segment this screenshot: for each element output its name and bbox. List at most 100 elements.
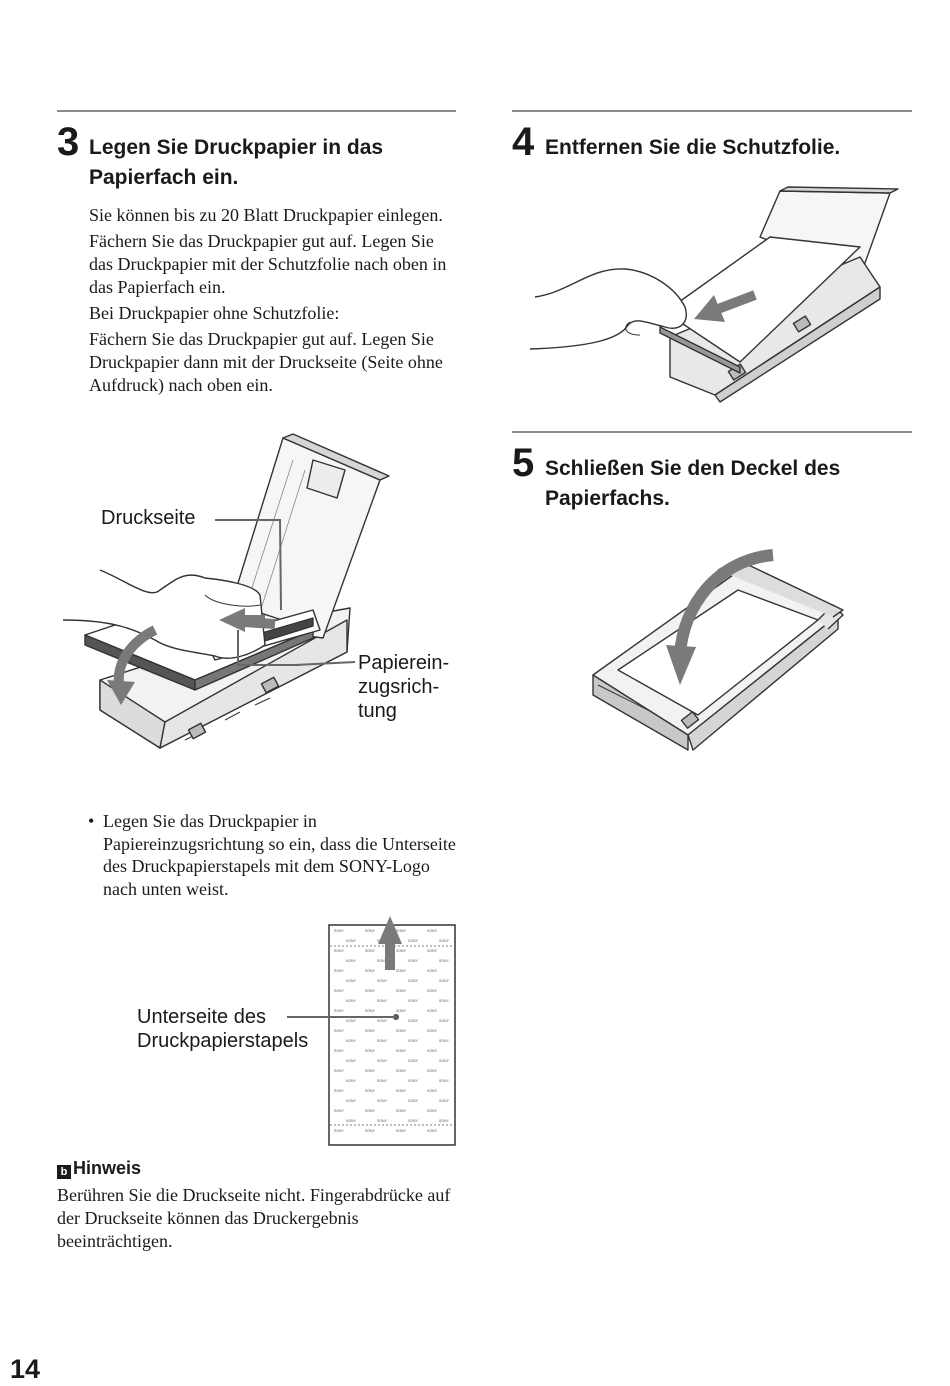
sheet-logo-mark: SONY	[439, 1079, 450, 1083]
label-papiereinzug-line1: Papierein-	[358, 652, 450, 674]
step-4-title: Entfernen Sie die Schutzfolie.	[545, 136, 841, 159]
sheet-logo-mark: SONY	[439, 1099, 450, 1103]
sheet-logo-mark: SONY	[396, 1089, 407, 1093]
sheet-logo-mark: SONY	[346, 979, 357, 983]
sheet-logo-mark: SONY	[334, 949, 345, 953]
sheet-logo-mark: SONY	[396, 929, 407, 933]
sheet-logo-mark: SONY	[365, 1009, 376, 1013]
sheet-logo-mark: SONY	[334, 929, 345, 933]
sheet-logo-mark: SONY	[365, 1029, 376, 1033]
bullet-marker: •	[88, 811, 95, 831]
sheet-logo-mark: SONY	[365, 989, 376, 993]
sheet-logo-mark: SONY	[377, 999, 388, 1003]
step-5-title-line1: Schließen Sie den Deckel des	[545, 457, 841, 480]
sheet-logo-mark: SONY	[377, 979, 388, 983]
step-3-illustration	[62, 433, 390, 749]
sheet-logo-mark: SONY	[427, 989, 438, 993]
sheet-logo-mark: SONY	[365, 1129, 376, 1133]
step-3-description: Sie können bis zu 20 Blatt Druckpapier e…	[89, 204, 457, 400]
sheet-logo-mark: SONY	[396, 969, 407, 973]
sheet-logo-mark: SONY	[346, 1039, 357, 1043]
sheet-logo-mark: SONY	[427, 1129, 438, 1133]
step-3-title-line1: Legen Sie Druckpapier in das	[89, 136, 384, 159]
sheet-logo-mark: SONY	[427, 1109, 438, 1113]
sheet-logo-mark: SONY	[396, 1029, 407, 1033]
sheet-logo-mark: SONY	[396, 989, 407, 993]
sheet-logo-mark: SONY	[346, 1119, 357, 1123]
step-3-paragraph-1: Sie können bis zu 20 Blatt Druckpapier e…	[89, 205, 443, 225]
sheet-logo-mark: SONY	[346, 999, 357, 1003]
sheet-logo-mark: SONY	[334, 969, 345, 973]
sheet-logo-mark: SONY	[334, 1129, 345, 1133]
label-papiereinzug-line3: tung	[358, 700, 397, 722]
sheet-logo-mark: SONY	[365, 1049, 376, 1053]
sheet-logo-mark: SONY	[334, 1049, 345, 1053]
page-number: 14	[10, 1354, 41, 1384]
sheet-logo-mark: SONY	[408, 1079, 419, 1083]
sheet-logo-mark: SONY	[346, 959, 357, 963]
section-rule-right-top	[512, 110, 912, 112]
sheet-logo-mark: SONY	[346, 1059, 357, 1063]
sheet-logo-mark: SONY	[334, 1109, 345, 1113]
sheet-logo-mark: SONY	[377, 959, 388, 963]
sheet-logo-mark: SONY	[408, 999, 419, 1003]
sheet-logo-mark: SONY	[439, 939, 450, 943]
step-5-title-line2: Papierfachs.	[545, 487, 670, 510]
label-papiereinzug-line2: zugsrich-	[358, 676, 440, 698]
step-3-title: Legen Sie Druckpapier in das Papierfach …	[89, 133, 459, 193]
label-papiereinzugsrichtung: Papierein- zugsrich- tung	[358, 651, 449, 723]
note-icon: b	[57, 1165, 71, 1179]
step-5-title: Schließen Sie den Deckel des Papierfachs…	[545, 454, 915, 514]
step-3-number: 3	[57, 120, 80, 164]
sheet-logo-mark: SONY	[334, 1089, 345, 1093]
bullet-text: Legen Sie das Druckpapier in Papiereinzu…	[103, 811, 456, 899]
step-5-illustration	[592, 549, 844, 751]
sheet-logo-mark: SONY	[408, 1019, 419, 1023]
sheet-logo-mark: SONY	[427, 929, 438, 933]
step-3-paragraph-3: Bei Druckpapier ohne Schutzfolie:	[89, 303, 340, 323]
sheet-logo-mark: SONY	[439, 1039, 450, 1043]
sheet-logo-mark: SONY	[346, 1019, 357, 1023]
sheet-logo-mark: SONY	[396, 1109, 407, 1113]
sheet-logo-mark: SONY	[396, 949, 407, 953]
sheet-logo-mark: SONY	[427, 1049, 438, 1053]
sheet-logo-mark: SONY	[365, 1089, 376, 1093]
sheet-logo-mark: SONY	[334, 1009, 345, 1013]
sheet-logo-mark: SONY	[377, 1019, 388, 1023]
step-3-paragraph-4: Fächern Sie das Druckpapier gut auf. Leg…	[89, 329, 443, 395]
label-unterseite-line1: Unterseite des	[137, 1006, 266, 1028]
sheet-logo-mark: SONY	[396, 1009, 407, 1013]
sheet-logo-mark: SONY	[439, 1059, 450, 1063]
sheet-logo-mark: SONY	[408, 979, 419, 983]
label-unterseite-line2: Druckpapierstapels	[137, 1030, 309, 1052]
sheet-logo-mark: SONY	[439, 999, 450, 1003]
sheet-logo-mark: SONY	[427, 1029, 438, 1033]
label-druckseite: Druckseite	[101, 507, 196, 529]
sheet-logo-mark: SONY	[439, 1019, 450, 1023]
sheet-logo-mark: SONY	[334, 1029, 345, 1033]
note-body: Berühren Sie die Druckseite nicht. Finge…	[57, 1185, 451, 1251]
sheet-logo-mark: SONY	[334, 989, 345, 993]
sheet-logo-mark: SONY	[365, 1109, 376, 1113]
step-3-bullet: • Legen Sie das Druckpapier in Papierein…	[88, 810, 458, 900]
sheet-logo-mark: SONY	[396, 1049, 407, 1053]
sheet-logo-mark: SONY	[439, 1119, 450, 1123]
sheet-logo-mark: SONY	[377, 1099, 388, 1103]
step-5-number: 5	[512, 441, 535, 485]
sheet-logo-mark: SONY	[365, 929, 376, 933]
sheet-logo-mark: SONY	[396, 1129, 407, 1133]
sheet-logo-mark: SONY	[365, 949, 376, 953]
sheet-logo-mark: SONY	[408, 1119, 419, 1123]
sheet-logo-mark: SONY	[377, 1119, 388, 1123]
sheet-logo-mark: SONY	[427, 1009, 438, 1013]
sheet-logo-mark: SONY	[346, 1079, 357, 1083]
label-unterseite: Unterseite des Druckpapierstapels	[137, 1005, 308, 1053]
sheet-logo-mark: SONY	[346, 939, 357, 943]
sheet-logo-mark: SONY	[427, 969, 438, 973]
sheet-logo-mark: SONY	[427, 1069, 438, 1073]
sheet-logo-mark: SONY	[427, 949, 438, 953]
step-3-paragraph-2: Fächern Sie das Druckpapier gut auf. Leg…	[89, 231, 447, 297]
callout-unterseite-line	[287, 1016, 397, 1018]
sheet-logo-mark: SONY	[365, 969, 376, 973]
